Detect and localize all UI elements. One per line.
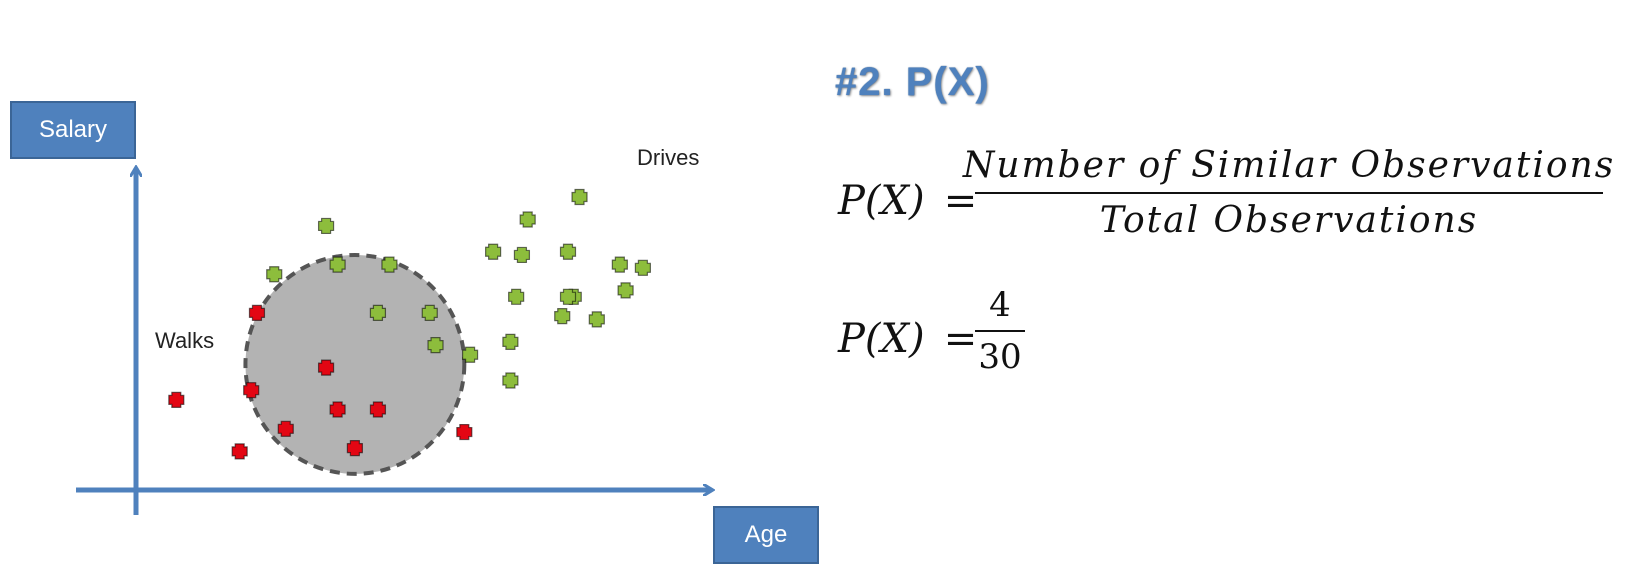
drives-class-label: Drives	[637, 145, 700, 170]
drives-point	[611, 256, 628, 273]
walks-point	[329, 401, 346, 418]
formula2-lhs: P(X)	[838, 316, 925, 362]
drives-point	[461, 346, 479, 363]
walks-point	[456, 423, 473, 441]
formula1-equals: =	[943, 178, 978, 224]
formula2-numerator: 4	[989, 285, 1011, 325]
formula2-fraction: 4 30	[975, 285, 1025, 377]
formula1-numerator: Number of Similar Observations	[962, 145, 1616, 186]
drives-point	[508, 288, 525, 305]
drives-point	[329, 256, 346, 273]
drives-point	[617, 282, 634, 299]
walks-point	[277, 420, 294, 437]
formula2-denominator: 30	[978, 337, 1022, 377]
walks-point	[317, 359, 335, 376]
formula2-lhs-group: P(X) =	[838, 316, 977, 362]
drives-point	[554, 308, 571, 325]
scatter-plot	[76, 0, 830, 515]
drives-point	[266, 266, 283, 283]
walks-point	[346, 440, 363, 457]
drives-point	[559, 288, 577, 305]
formula1-lhs-group: P(X) =	[838, 178, 977, 224]
drives-point	[369, 304, 387, 321]
drives-point	[485, 243, 502, 260]
drives-point	[571, 188, 588, 206]
x-axis-label: Age	[713, 506, 819, 564]
similarity-circle	[243, 252, 467, 476]
drives-point	[634, 259, 651, 276]
drives-point	[317, 217, 335, 235]
formula1-denominator: Total Observations	[1099, 200, 1479, 241]
formula2-equals: =	[943, 316, 978, 362]
drives-point	[502, 333, 519, 350]
formula1-fraction: Number of Similar Observations Total Obs…	[963, 145, 1613, 241]
walks-class-label: Walks	[155, 328, 215, 353]
y-axis-label: Salary	[10, 101, 136, 159]
drives-point	[519, 211, 536, 228]
drives-point	[559, 243, 577, 260]
formula2-fraction-bar	[975, 330, 1025, 332]
walks-point	[231, 443, 248, 460]
formula1-lhs: P(X)	[838, 178, 925, 224]
walks-point	[168, 391, 185, 408]
slide-title: #2. P(X)	[835, 60, 990, 104]
drives-point	[513, 246, 531, 264]
drives-point	[427, 337, 444, 354]
formula1-fraction-bar	[975, 192, 1603, 194]
walks-point	[248, 304, 266, 321]
drives-point	[381, 256, 398, 273]
drives-point	[502, 372, 519, 389]
drives-point	[421, 304, 438, 321]
walks-point	[369, 401, 387, 418]
drives-point	[588, 311, 605, 328]
walks-point	[243, 382, 260, 399]
